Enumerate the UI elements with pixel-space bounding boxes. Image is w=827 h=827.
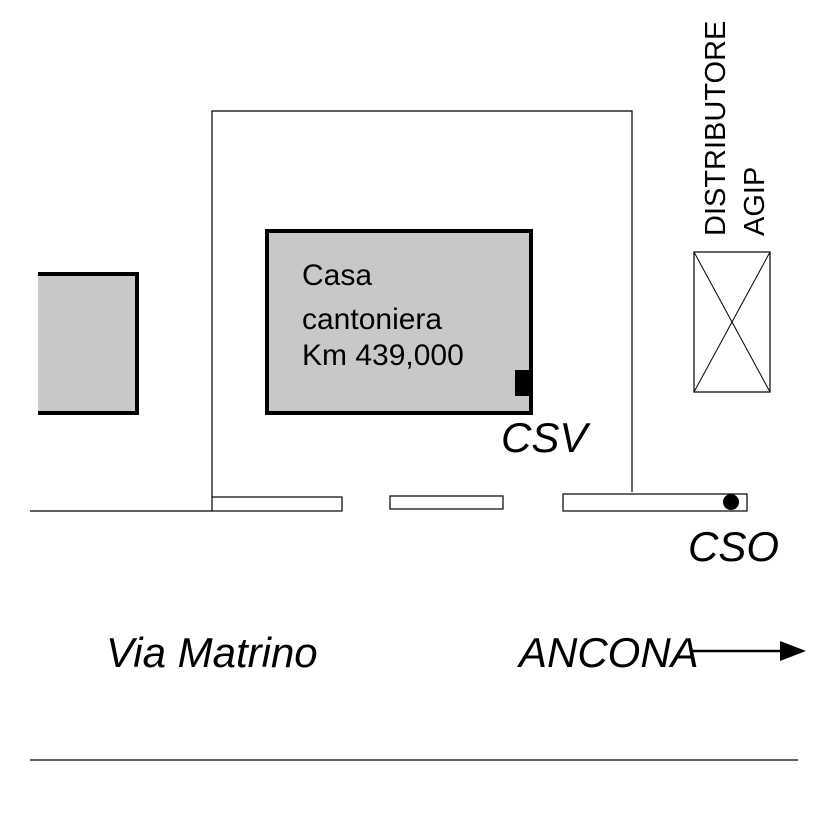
neighbour-building-fill	[38, 276, 135, 411]
road-name-label: Via Matrino	[106, 629, 318, 676]
csv-marker	[515, 370, 531, 396]
casa-cantoniera-building	[265, 229, 533, 415]
direction-arrow-head	[780, 641, 806, 661]
curb-segment-1	[211, 496, 343, 512]
cso-marker	[723, 494, 739, 510]
fuel-station-cross-b	[693, 251, 771, 393]
csv-label: CSV	[501, 414, 591, 461]
curb-segment-3	[562, 493, 748, 512]
house-label-line2: cantoniera	[302, 303, 442, 336]
house-label-line3: Km 439,000	[302, 339, 464, 372]
station-label-line1: DISTRIBUTORE	[700, 21, 732, 236]
station-label-line2: AGIP	[739, 167, 771, 236]
house-label-line1: Casa	[302, 259, 372, 292]
property-boundary	[211, 110, 633, 497]
direction-label: ANCONA	[516, 629, 699, 676]
curb-segment-2	[389, 495, 504, 510]
cso-label: CSO	[688, 523, 779, 570]
